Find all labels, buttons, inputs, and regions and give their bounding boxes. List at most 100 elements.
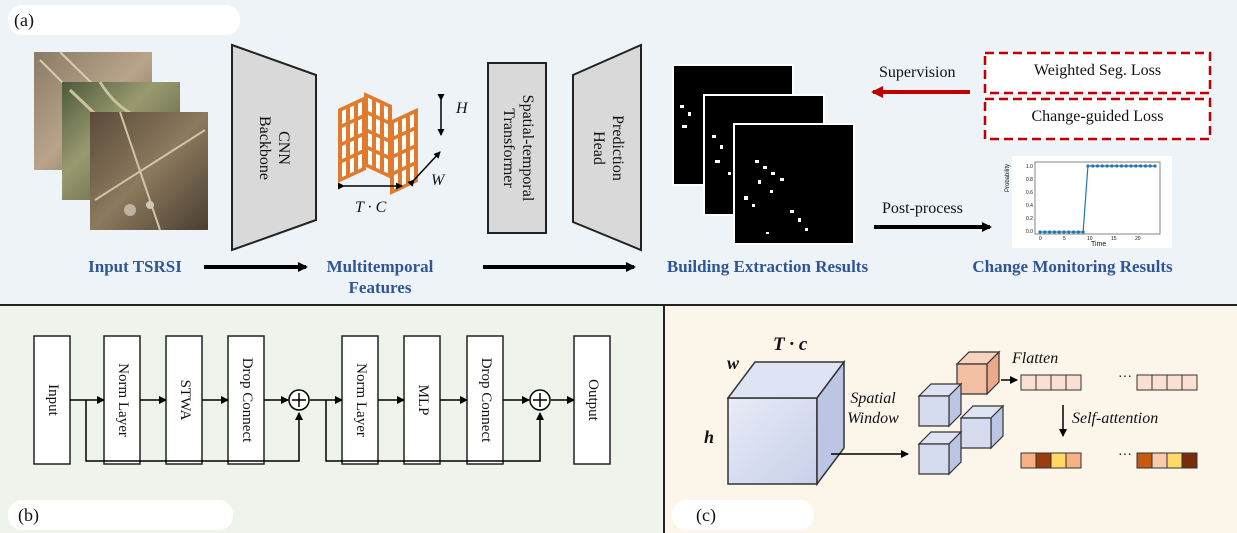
block-drop-connect [227, 335, 265, 465]
block-output [573, 335, 611, 465]
features-caption: Multitemporal Features [326, 257, 434, 297]
block-label: Input [45, 384, 61, 416]
cube-w-label: w [727, 353, 740, 373]
block-label: MLP [415, 384, 431, 416]
plot-ytick: 0.0 [1026, 229, 1033, 235]
ellipsis: ··· [1118, 448, 1132, 463]
token-cell [1151, 452, 1168, 469]
change-monitoring-plot [1012, 156, 1172, 248]
token-cell [1050, 374, 1067, 391]
plot-point [1129, 164, 1133, 168]
width-dim-arrow [407, 151, 441, 187]
feature-cube [726, 359, 846, 487]
plot-point [1139, 164, 1143, 168]
token-cell [1166, 452, 1183, 469]
spatial-temporal-transformer-block [487, 62, 547, 234]
token-cell [1065, 452, 1082, 469]
label-backdrop [672, 500, 814, 530]
plot-point [1105, 164, 1109, 168]
panel-b-label: (b) [18, 505, 39, 525]
plot-ytick: 0.4 [1026, 203, 1033, 209]
satellite-image [90, 112, 208, 230]
plot-point [1148, 164, 1152, 168]
token-cell [1065, 374, 1082, 391]
token-cell [1181, 374, 1198, 391]
block-norm-layer [341, 335, 379, 465]
st-transformer-label: Spatial-temporal Transformer [500, 94, 536, 202]
flatten-label: Flatten [1012, 350, 1059, 367]
cnn-backbone-block [231, 43, 317, 252]
plot-ytick: 0.2 [1026, 216, 1033, 222]
plot-xlabel: Time [1091, 241, 1107, 248]
plot-point [1143, 164, 1148, 168]
weighted-seg-loss-box [983, 51, 1212, 95]
monitoring-caption: Change Monitoring Results [972, 257, 1173, 276]
plot-point [1095, 164, 1100, 168]
supervision-label: Supervision [879, 64, 956, 81]
plot-point [1091, 164, 1095, 168]
plot-point [1067, 230, 1071, 234]
token-cell [1136, 374, 1153, 391]
plot-ytick: 0.6 [1026, 190, 1033, 196]
token-cell [1050, 452, 1067, 469]
plot-xtick: 15 [1111, 236, 1117, 242]
plot-point [1119, 164, 1124, 168]
block-label: Norm Layer [353, 363, 369, 437]
multitemporal-feature-grid [338, 92, 418, 195]
token-cell [1166, 374, 1183, 391]
plot-point [1062, 230, 1066, 234]
weighted-seg-loss-label: Weighted Seg. Loss [1033, 62, 1162, 79]
plot-xtick: 0 [1039, 236, 1042, 242]
token-cell [1020, 452, 1037, 469]
token-cell [1035, 452, 1052, 469]
plot-point [1057, 230, 1061, 234]
plot-ylabel: Probability [1005, 163, 1011, 192]
plot-point [1086, 164, 1090, 168]
plot-ytick: 0.8 [1026, 177, 1033, 183]
spatial-window-label: Spatial Window [847, 390, 899, 427]
plot-ytick: 1.0 [1026, 164, 1033, 170]
plot-point [1153, 164, 1157, 168]
plot-point [1038, 230, 1042, 234]
plot-xtick: 5 [1063, 236, 1066, 242]
dim-h-label: H [456, 100, 468, 117]
plot-point [1071, 230, 1076, 234]
plot-point [1076, 230, 1080, 234]
block-label: Norm Layer [115, 363, 131, 437]
token-cell [1181, 452, 1198, 469]
plot-xtick: 10 [1087, 236, 1093, 242]
panel-c-label: (c) [696, 505, 716, 525]
change-guided-loss-label: Change-guided Loss [1031, 108, 1164, 125]
plot-point [1052, 230, 1056, 234]
divider-vertical [663, 306, 665, 533]
input-caption: Input TSRSI [88, 257, 182, 276]
plot-point [1043, 230, 1047, 234]
post-process-label: Post-process [882, 200, 963, 217]
ellipsis: ··· [1118, 370, 1132, 385]
plot-point [1115, 164, 1119, 168]
block-input [33, 335, 71, 465]
block-label: Drop Connect [478, 357, 494, 443]
dim-tc-label: T · C [355, 199, 387, 216]
plot-point [1134, 164, 1138, 168]
token-cell [1020, 374, 1037, 391]
plot-point [1081, 230, 1085, 234]
satellite-image-stack [34, 51, 208, 231]
block-label: STWA [177, 379, 193, 421]
prediction-head-label: Prediction Head [590, 115, 626, 181]
building-result-stack [672, 64, 855, 245]
prediction-head-block [572, 43, 642, 252]
cube-h-label: h [704, 427, 715, 447]
token-cell [1136, 452, 1153, 469]
plot-xtick: 20 [1135, 236, 1141, 242]
token-cell [1151, 374, 1168, 391]
plot-point [1047, 230, 1052, 234]
divider-horizontal [0, 304, 1237, 306]
block-label: Output [585, 379, 601, 421]
label-backdrop [8, 500, 233, 530]
cnn-backbone-label: CNN Backbone [256, 116, 292, 180]
token-cell [1035, 374, 1052, 391]
plot-point [1100, 164, 1104, 168]
panel-a-label: (a) [14, 10, 34, 30]
results-caption: Building Extraction Results [666, 257, 869, 276]
